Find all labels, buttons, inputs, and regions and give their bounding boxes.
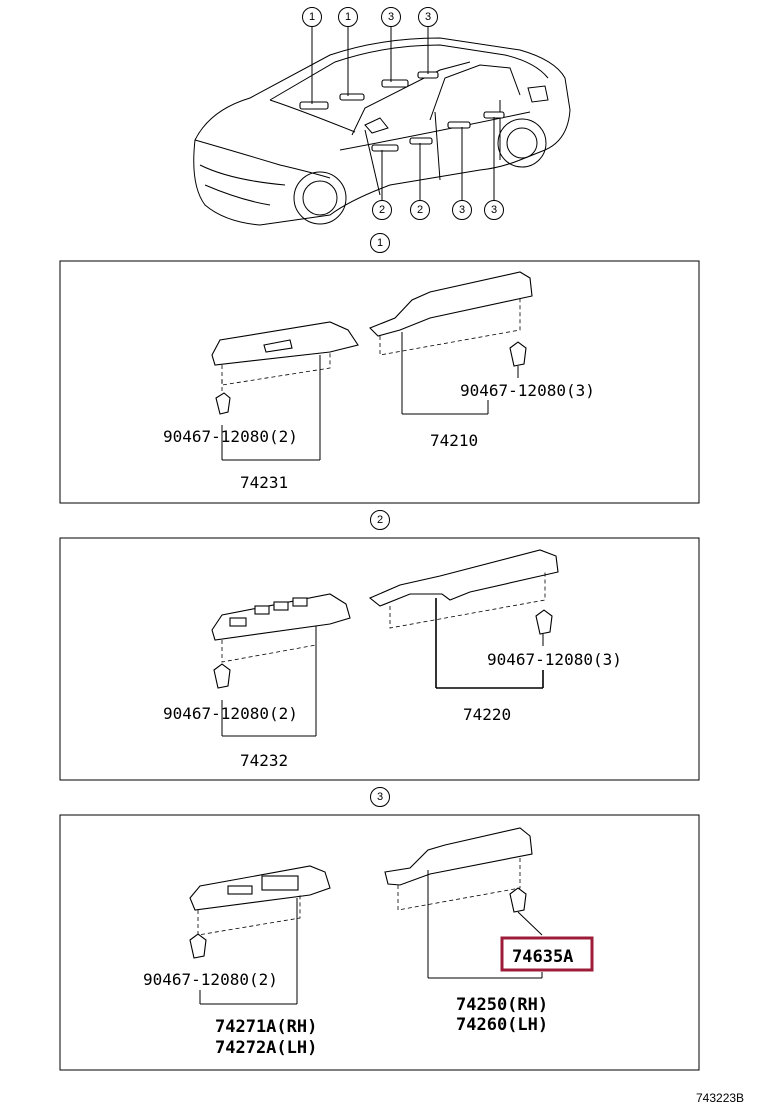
part-number-74272a: 74272A(LH)	[215, 1038, 317, 1058]
callout-top-2: 1	[338, 7, 358, 27]
part-number-74260: 74260(LH)	[456, 1015, 548, 1035]
clip-label-right-1: 90467-12080(3)	[460, 381, 595, 400]
diagram-reference: 743223B	[696, 1091, 744, 1105]
switch-74232	[211, 593, 351, 663]
clip-left-1	[215, 392, 231, 415]
highlight-box	[500, 936, 594, 972]
section-3-marker: 3	[370, 787, 390, 807]
callout-bottom-3: 3	[452, 200, 472, 220]
switch-74271a	[189, 865, 331, 936]
section-1-box	[59, 260, 700, 504]
clip-label-left-3: 90467-12080(2)	[143, 970, 278, 989]
clip-right-3	[509, 887, 527, 913]
part-number-74232: 74232	[240, 751, 288, 770]
clip-right-1	[509, 341, 527, 367]
clip-label-left-2: 90467-12080(2)	[163, 704, 298, 723]
callout-bottom-1: 2	[372, 200, 392, 220]
part-number-74231: 74231	[240, 473, 288, 492]
svg-text:3: 3	[459, 204, 465, 216]
section-1-marker: 1	[370, 233, 390, 253]
garnish-74220	[368, 549, 559, 629]
garnish-74210	[369, 271, 533, 356]
svg-text:2: 2	[377, 514, 383, 526]
part-number-74220: 74220	[463, 705, 511, 724]
section-3-box	[59, 814, 700, 1071]
svg-text:1: 1	[345, 11, 351, 23]
svg-text:3: 3	[425, 11, 431, 23]
car-illustration	[193, 26, 571, 226]
callout-bottom-2: 2	[410, 200, 430, 220]
callout-bottom-4: 3	[484, 200, 504, 220]
section-2-marker: 2	[370, 510, 390, 530]
switch-74231	[211, 321, 359, 395]
garnish-74250	[384, 827, 533, 911]
svg-text:2: 2	[379, 204, 385, 216]
part-number-74271a: 74271A(RH)	[215, 1017, 317, 1037]
clip-label-left-1: 90467-12080(2)	[163, 427, 298, 446]
callout-top-4: 3	[418, 7, 438, 27]
clip-label-right-2: 90467-12080(3)	[487, 650, 622, 669]
svg-text:3: 3	[388, 11, 394, 23]
clip-right-2	[535, 609, 553, 635]
section-2-box	[59, 537, 700, 781]
clip-left-3	[189, 933, 207, 959]
svg-text:3: 3	[491, 204, 497, 216]
svg-text:2: 2	[417, 204, 423, 216]
callout-top-1: 1	[302, 7, 322, 27]
part-number-74250: 74250(RH)	[456, 995, 548, 1015]
svg-text:3: 3	[377, 791, 383, 803]
part-number-74635a: 74635A	[512, 947, 573, 967]
part-number-74210: 74210	[430, 431, 478, 450]
svg-text:1: 1	[377, 237, 383, 249]
callout-top-3: 3	[381, 7, 401, 27]
svg-text:1: 1	[309, 11, 315, 23]
clip-left-2	[213, 663, 231, 689]
